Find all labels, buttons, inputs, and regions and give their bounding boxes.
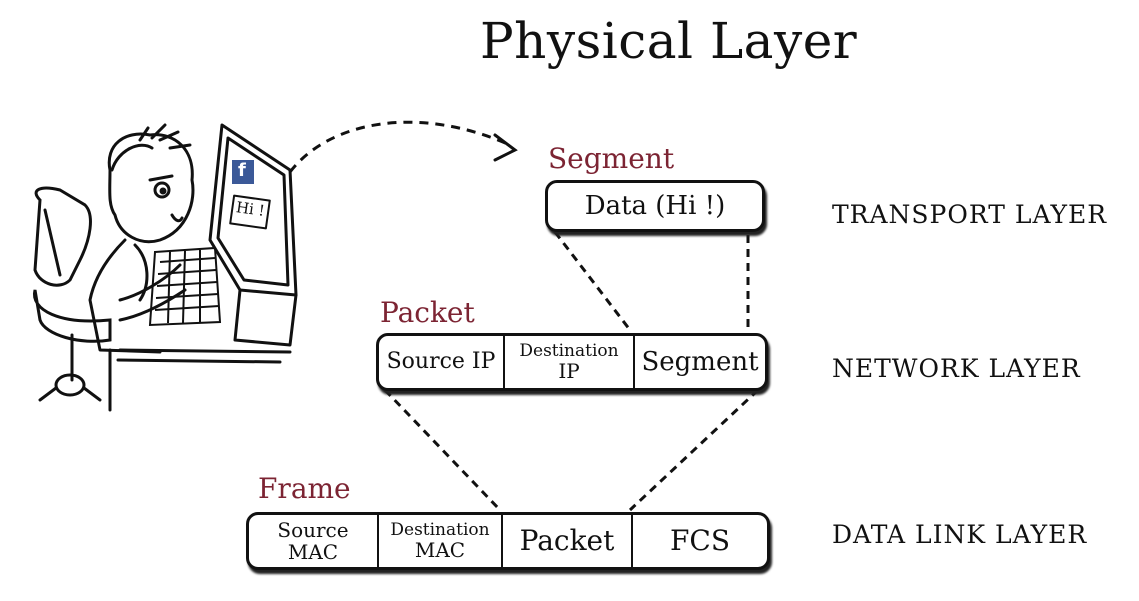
segment-label: Segment — [548, 142, 675, 175]
source-mac-line1: Source — [277, 518, 349, 542]
frame-packet-cell: Packet — [501, 515, 631, 567]
transport-layer-label: TRANSPORT LAYER — [832, 200, 1108, 229]
destination-ip-cell: Destination IP — [503, 336, 633, 388]
frame-box: Source MAC Destination MAC Packet FCS — [246, 512, 770, 570]
destination-mac-line1: Destination — [390, 519, 490, 540]
source-mac-cell: Source MAC — [249, 515, 377, 567]
destination-mac-cell: Destination MAC — [377, 515, 501, 567]
source-mac-line2: MAC — [287, 540, 339, 564]
segment-data: Data (Hi !) — [584, 190, 726, 221]
packet-segment-text: Segment — [641, 346, 759, 377]
destination-ip-line1: Destination — [519, 340, 619, 361]
destination-mac-line2: MAC — [414, 538, 466, 563]
frame-label: Frame — [258, 472, 351, 505]
source-ip-cell: Source IP — [379, 336, 503, 388]
screen-message: Hi ! — [234, 198, 266, 220]
monitor-illustration — [208, 123, 298, 347]
page-title: Physical Layer — [480, 12, 858, 70]
send-arrow — [288, 120, 511, 173]
network-layer-label: NETWORK LAYER — [832, 354, 1081, 383]
chair-illustration — [32, 186, 112, 402]
destination-ip-line2: IP — [558, 359, 580, 384]
frame-packet-text: Packet — [519, 523, 615, 557]
boy-illustration — [88, 123, 292, 412]
fcs-cell: FCS — [631, 515, 767, 567]
packet-box: Source IP Destination IP Segment — [376, 333, 768, 391]
data-link-layer-label: DATA LINK LAYER — [832, 520, 1088, 549]
packet-label: Packet — [380, 296, 475, 329]
facebook-logo-letter: f — [238, 160, 246, 181]
source-ip-text: Source IP — [386, 348, 496, 374]
packet-segment-cell: Segment — [633, 336, 765, 388]
facebook-icon — [232, 160, 254, 184]
fcs-text: FCS — [669, 523, 731, 557]
connector-lines — [383, 231, 760, 512]
keyboard-illustration — [148, 246, 222, 327]
segment-box: Data (Hi !) — [545, 180, 765, 232]
